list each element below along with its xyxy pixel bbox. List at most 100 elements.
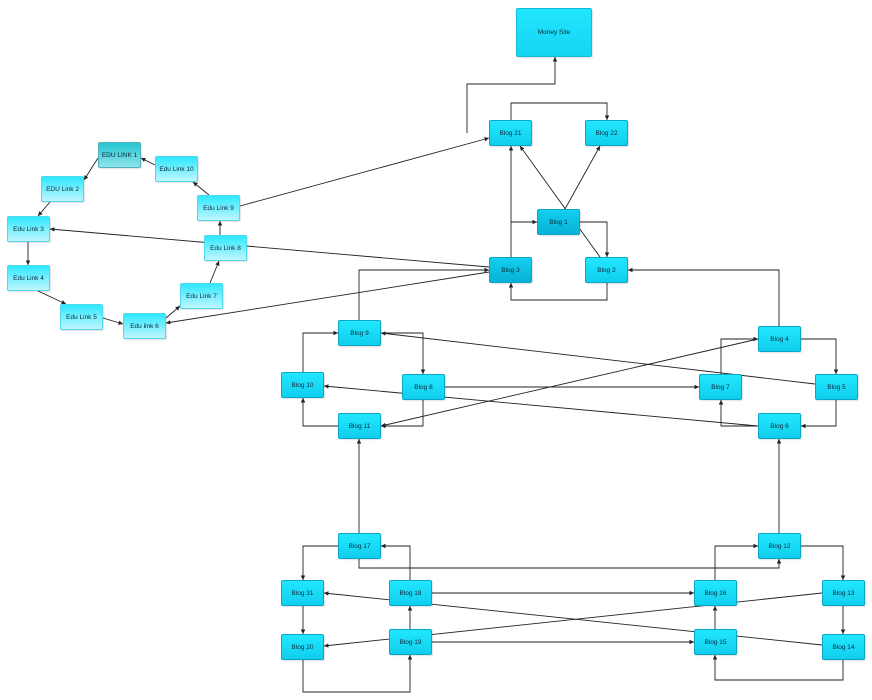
node-blog-3[interactable]: Blog 3 (489, 257, 532, 283)
node-edu-link-8[interactable]: Edu Link 8 (204, 235, 247, 261)
node-edu-link-6[interactable]: Edu link 6 (123, 313, 166, 339)
edge-1-22 (564, 145, 601, 210)
edge-21-22 (510, 102, 610, 120)
edge-7-4 (720, 336, 758, 374)
edge-3-1 (510, 219, 537, 257)
node-label: Blog 31 (291, 589, 314, 597)
node-label: Edu Link 5 (66, 313, 97, 321)
node-edu-link-1[interactable]: EDU LINK 1 (98, 142, 141, 168)
node-blog-9[interactable]: Blog 9 (338, 320, 381, 346)
node-blog-5[interactable]: Blog 5 (815, 374, 858, 400)
node-label: Blog 1 (549, 218, 568, 226)
edge-3-edu6 (165, 271, 490, 325)
node-label: Edu Link 9 (203, 204, 234, 212)
node-label: Blog 12 (768, 542, 791, 550)
node-blog-17[interactable]: Blog 17 (338, 533, 381, 559)
edge-14-15 (712, 655, 844, 681)
edge-1-2 (580, 221, 610, 257)
edge-edu9-10 (192, 181, 210, 196)
node-label: Edu Link 7 (186, 292, 217, 300)
edge-edu2-3 (37, 201, 51, 217)
edge-1-21 (508, 146, 537, 223)
edge-3-edu3 (49, 227, 490, 268)
node-blog-6[interactable]: Blog 6 (758, 413, 801, 439)
node-blog-13[interactable]: Blog 13 (822, 580, 865, 606)
node-label: Blog 17 (348, 542, 371, 550)
node-money-site[interactable]: Money Site (516, 8, 592, 57)
node-blog-15[interactable]: Blog 15 (694, 629, 737, 655)
node-blog-16[interactable]: Blog 16 (694, 580, 737, 606)
node-blog-8[interactable]: Blog 8 (402, 374, 445, 400)
node-label: Blog 2 (597, 266, 616, 274)
edge-20-19 (302, 655, 413, 693)
edge-edu10-1 (140, 157, 156, 166)
edge-12-13 (801, 545, 846, 580)
node-label: Blog 8 (414, 383, 433, 391)
node-blog-12[interactable]: Blog 12 (758, 533, 801, 559)
edge-17-12 (356, 554, 782, 569)
node-blog-19[interactable]: Blog 19 (389, 629, 432, 655)
node-blog-1[interactable]: Blog 1 (537, 209, 580, 235)
node-label: Blog 22 (595, 129, 618, 137)
node-blog-18[interactable]: Blog 18 (389, 580, 432, 606)
node-label: Edu Link 8 (210, 244, 241, 252)
node-blog-10[interactable]: Blog 10 (281, 372, 324, 398)
node-label: Blog 14 (832, 643, 855, 651)
edge-9-3 (358, 267, 489, 320)
edge-edu1-2 (83, 157, 99, 181)
node-label: Edu link 6 (130, 322, 159, 330)
node-edu-link-10[interactable]: Edu Link 10 (155, 156, 198, 182)
node-label: EDU LINK 1 (101, 151, 138, 159)
edge-8-11 (381, 400, 424, 429)
node-label: Blog 7 (711, 383, 730, 391)
node-edu-link-7[interactable]: Edu Link 7 (180, 283, 223, 309)
node-blog-31[interactable]: Blog 31 (281, 580, 324, 606)
edge-edu9-21 (239, 137, 490, 207)
node-label: Blog 10 (291, 381, 314, 389)
node-blog-22[interactable]: Blog 22 (585, 120, 628, 146)
edge-edu6-7 (165, 305, 181, 319)
node-label: EDU Link 2 (46, 185, 79, 193)
node-blog-14[interactable]: Blog 14 (822, 634, 865, 660)
node-edu-link-9[interactable]: Edu Link 9 (197, 195, 240, 221)
node-label: Blog 21 (499, 129, 522, 137)
node-label: Edu Link 4 (13, 274, 44, 282)
edge-4-2 (628, 267, 780, 326)
edge-4-11 (380, 335, 763, 428)
edge-16-12 (714, 543, 758, 580)
edge-edu4-5 (37, 290, 67, 305)
node-label: Blog 11 (348, 422, 371, 430)
node-label: Blog 4 (770, 335, 789, 343)
node-blog-11[interactable]: Blog 11 (338, 413, 381, 439)
node-label: Blog 5 (827, 383, 846, 391)
node-label: Money Site (537, 29, 571, 36)
edge-17-31 (300, 545, 338, 580)
node-blog-4[interactable]: Blog 4 (758, 326, 801, 352)
node-blog-21[interactable]: Blog 21 (489, 120, 532, 146)
node-label: Blog 16 (704, 589, 727, 597)
edge-6-10 (323, 384, 759, 427)
node-edu-link-4[interactable]: Edu Link 4 (7, 265, 50, 291)
node-blog-2[interactable]: Blog 2 (585, 257, 628, 283)
edge-9-8 (381, 332, 426, 374)
node-label: Blog 15 (704, 638, 727, 646)
node-label: Blog 20 (291, 643, 314, 651)
node-edu-link-2[interactable]: EDU Link 2 (41, 176, 84, 202)
edge-11-10 (300, 398, 338, 427)
node-edu-link-3[interactable]: Edu Link 3 (7, 216, 50, 242)
node-edu-link-5[interactable]: Edu Link 5 (60, 304, 103, 330)
node-blog-7[interactable]: Blog 7 (699, 374, 742, 400)
edge-18-17 (381, 543, 411, 580)
edge-2-3 (508, 283, 608, 301)
node-label: Blog 3 (501, 266, 520, 274)
edge-4-5 (801, 338, 839, 374)
edge-5-6 (801, 400, 837, 429)
node-label: Blog 19 (399, 638, 422, 646)
node-blog-20[interactable]: Blog 20 (281, 634, 324, 660)
node-label: Blog 13 (832, 589, 855, 597)
node-label: Blog 6 (770, 422, 789, 430)
node-label: Blog 9 (350, 329, 369, 337)
edge-edu7-8 (209, 260, 220, 284)
